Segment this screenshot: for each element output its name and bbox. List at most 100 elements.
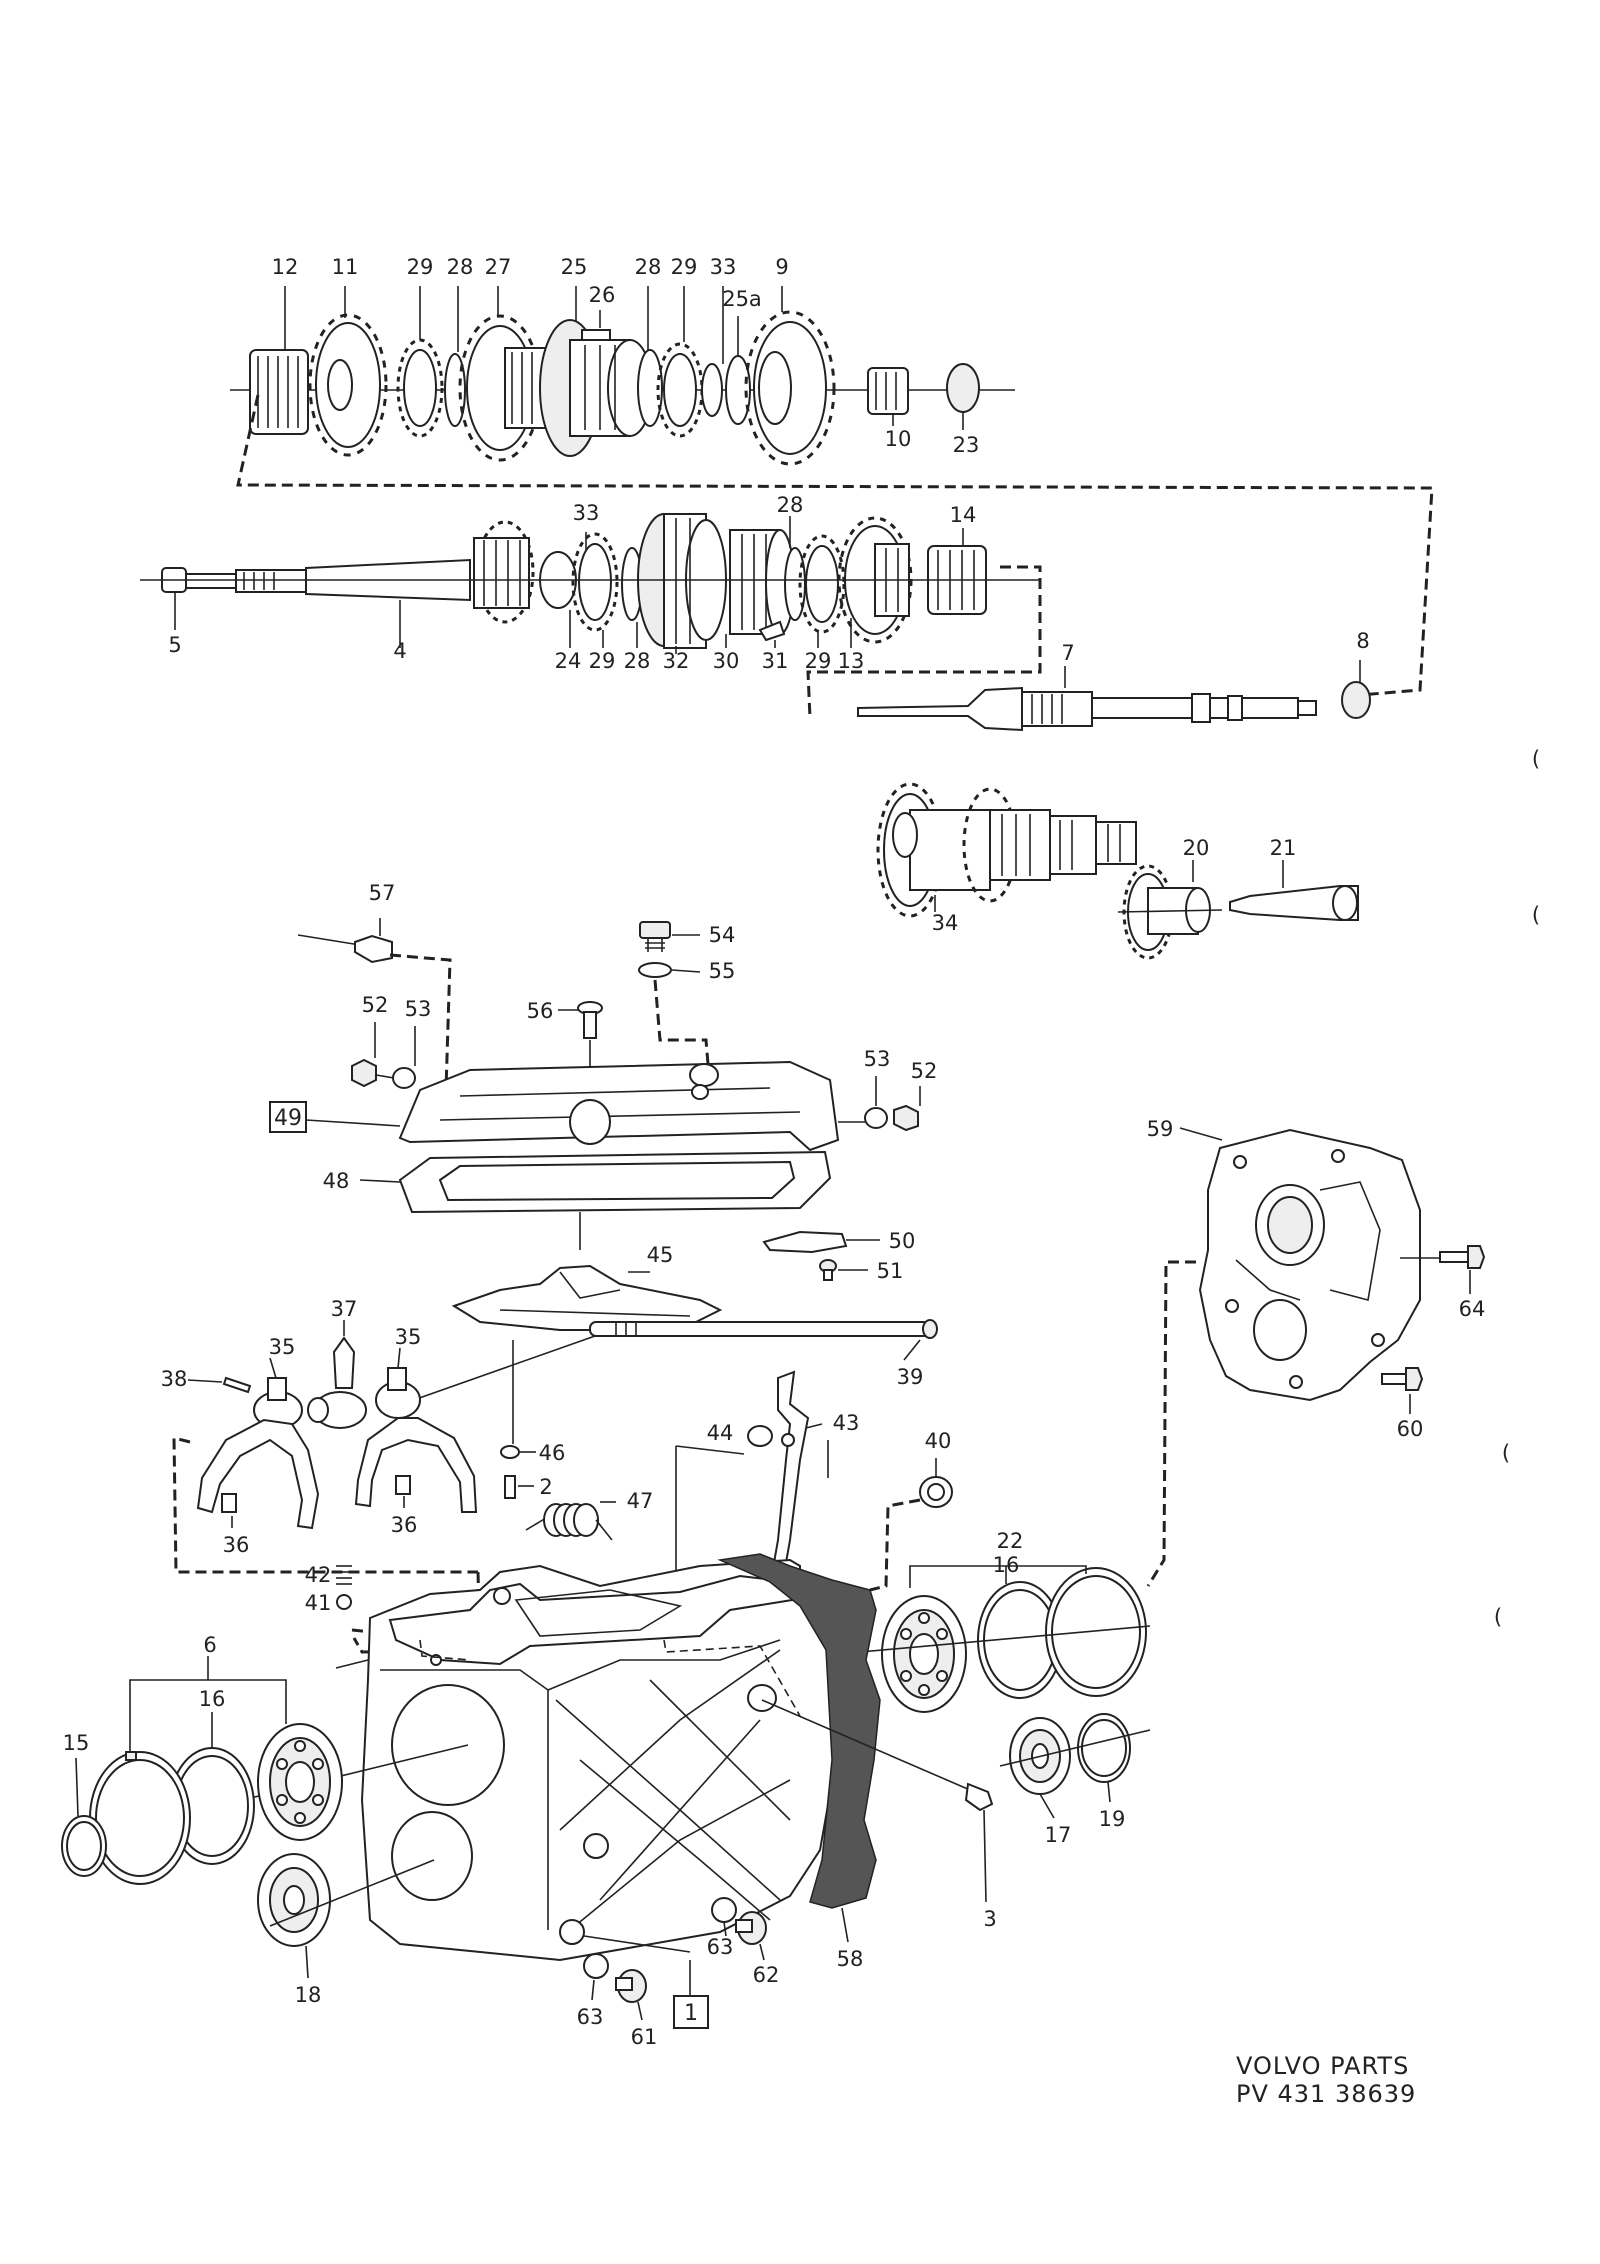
- circlip-15: [61, 1815, 107, 1877]
- ball-bearing-22: [881, 1595, 967, 1713]
- callout-26: 26: [589, 283, 616, 307]
- retaining-ring-6: [89, 1751, 191, 1885]
- callout-42: 42: [305, 1563, 332, 1587]
- callout-52: 52: [362, 993, 389, 1017]
- bolt-64: [1439, 1245, 1486, 1269]
- front-bearing-assembly: 6 16 15: [61, 1633, 343, 1885]
- margin-marks: ( ( ( (: [1494, 747, 1540, 1629]
- callout-9: 9: [775, 255, 788, 279]
- callout-48: 48: [323, 1169, 350, 1193]
- brand-label: VOLVO PARTS: [1236, 2052, 1409, 2080]
- ball-bearing-18: 18: [257, 1853, 435, 2007]
- callout-62: 62: [753, 1963, 780, 1987]
- assembly-link-switch: [389, 953, 452, 1098]
- callout-5: 5: [168, 633, 181, 657]
- callout-12: 12: [272, 255, 299, 279]
- callout-57: 57: [369, 881, 396, 905]
- callout-4: 4: [393, 639, 406, 663]
- callout-40: 40: [925, 1429, 952, 1453]
- callout-49: 49: [274, 1106, 302, 1131]
- reverse-idler-gear-20: 20: [1117, 836, 1223, 960]
- shift-fork-35-right: [354, 1367, 478, 1513]
- selector-finger-37: [307, 1336, 367, 1429]
- callout-30: 30: [713, 649, 740, 673]
- callout-3: 3: [983, 1907, 996, 1931]
- assembly-link-seal: [869, 1498, 921, 1592]
- callout-51: 51: [877, 1259, 904, 1283]
- callout-13: 13: [838, 649, 865, 673]
- needle-bearing-12: [249, 349, 309, 435]
- gear-11: [308, 313, 388, 457]
- synchro-ring-29d: [798, 534, 846, 634]
- callout-63: 63: [577, 2005, 604, 2029]
- callout-47: 47: [627, 1489, 654, 1513]
- mainshaft-7: 7 8: [857, 629, 1371, 732]
- spring-28c: [784, 547, 806, 621]
- callout-29: 29: [671, 255, 698, 279]
- callout-35: 35: [269, 1335, 296, 1359]
- callout-58: 58: [837, 1947, 864, 1971]
- callout-8: 8: [1356, 629, 1369, 653]
- assembly-link-rear-housing: [1146, 1260, 1196, 1587]
- callout-23: 23: [953, 433, 980, 457]
- screw-51: [819, 1259, 837, 1281]
- washer-46: [500, 1445, 520, 1459]
- synchro-hub-30: [729, 529, 795, 635]
- ball-bearing-6: [257, 1723, 343, 1841]
- callout-31: 31: [762, 649, 789, 673]
- callout-28: 28: [777, 493, 804, 517]
- switch-57: [354, 934, 393, 964]
- callout-46: 46: [539, 1441, 566, 1465]
- casing-gasket-58: 58: [717, 1553, 881, 1971]
- callout-44: 44: [707, 1421, 734, 1445]
- callout-6: 6: [203, 1633, 216, 1657]
- callout-33: 33: [573, 501, 600, 525]
- callout-27: 27: [485, 255, 512, 279]
- callout-29: 29: [407, 255, 434, 279]
- thrust-washer-23: [946, 363, 980, 413]
- bracket-50: [762, 1230, 848, 1254]
- shift-fork-35-left: [196, 1377, 320, 1530]
- top-cover-group: 57 54 55 56 52 53: [269, 881, 937, 1331]
- mainshaft-gear-set: 12 11 29 28 27 25 26 28 29 33 25a 9 10 2…: [230, 255, 1015, 466]
- part-number-label: PV 431 38639: [1236, 2080, 1416, 2108]
- bolt-52b: [893, 1104, 919, 1132]
- margin-mark: (: [1532, 747, 1540, 771]
- breather-56: [577, 1001, 603, 1039]
- gear-27: [458, 314, 548, 462]
- washer-63a: [711, 1897, 737, 1923]
- callout-43: 43: [833, 1411, 860, 1435]
- callout-20: 20: [1183, 836, 1210, 860]
- gearbox-casing-1: [61, 1558, 838, 1962]
- shift-rod-39: [589, 1319, 938, 1339]
- interlock-plate-45: [451, 1264, 723, 1331]
- callout-54: 54: [709, 923, 736, 947]
- callout-16: 16: [199, 1687, 226, 1711]
- callout-37: 37: [331, 1297, 358, 1321]
- assembly-link-input-shaft: [806, 565, 1042, 719]
- input-shaft-assembly: 5 4 33 24 29 28 32 30 31 28 29 13 14: [140, 493, 1040, 673]
- washer-53b: [864, 1107, 888, 1129]
- circlip-33: [701, 363, 723, 417]
- circlip-16b: [169, 1747, 255, 1865]
- callout-39: 39: [897, 1365, 924, 1389]
- callout-64: 64: [1459, 1297, 1486, 1321]
- reverse-shaft-21: 21: [1229, 836, 1359, 921]
- spring-28: [444, 353, 466, 427]
- detent-ball-41: [336, 1594, 352, 1610]
- callout-35: 35: [395, 1325, 422, 1349]
- callout-19: 19: [1099, 1807, 1126, 1831]
- gear-9: [744, 310, 836, 466]
- callout-60: 60: [1397, 1417, 1424, 1441]
- input-shaft-4: [185, 520, 535, 624]
- pin-2: [504, 1475, 516, 1499]
- gearbox-top-cover-49: [398, 1060, 840, 1152]
- callout-29: 29: [589, 649, 616, 673]
- callout-38: 38: [161, 1367, 188, 1391]
- plug-62: [735, 1911, 767, 1945]
- bolt-52: [351, 1058, 377, 1088]
- callout-25: 25: [561, 255, 588, 279]
- callout-28: 28: [447, 255, 474, 279]
